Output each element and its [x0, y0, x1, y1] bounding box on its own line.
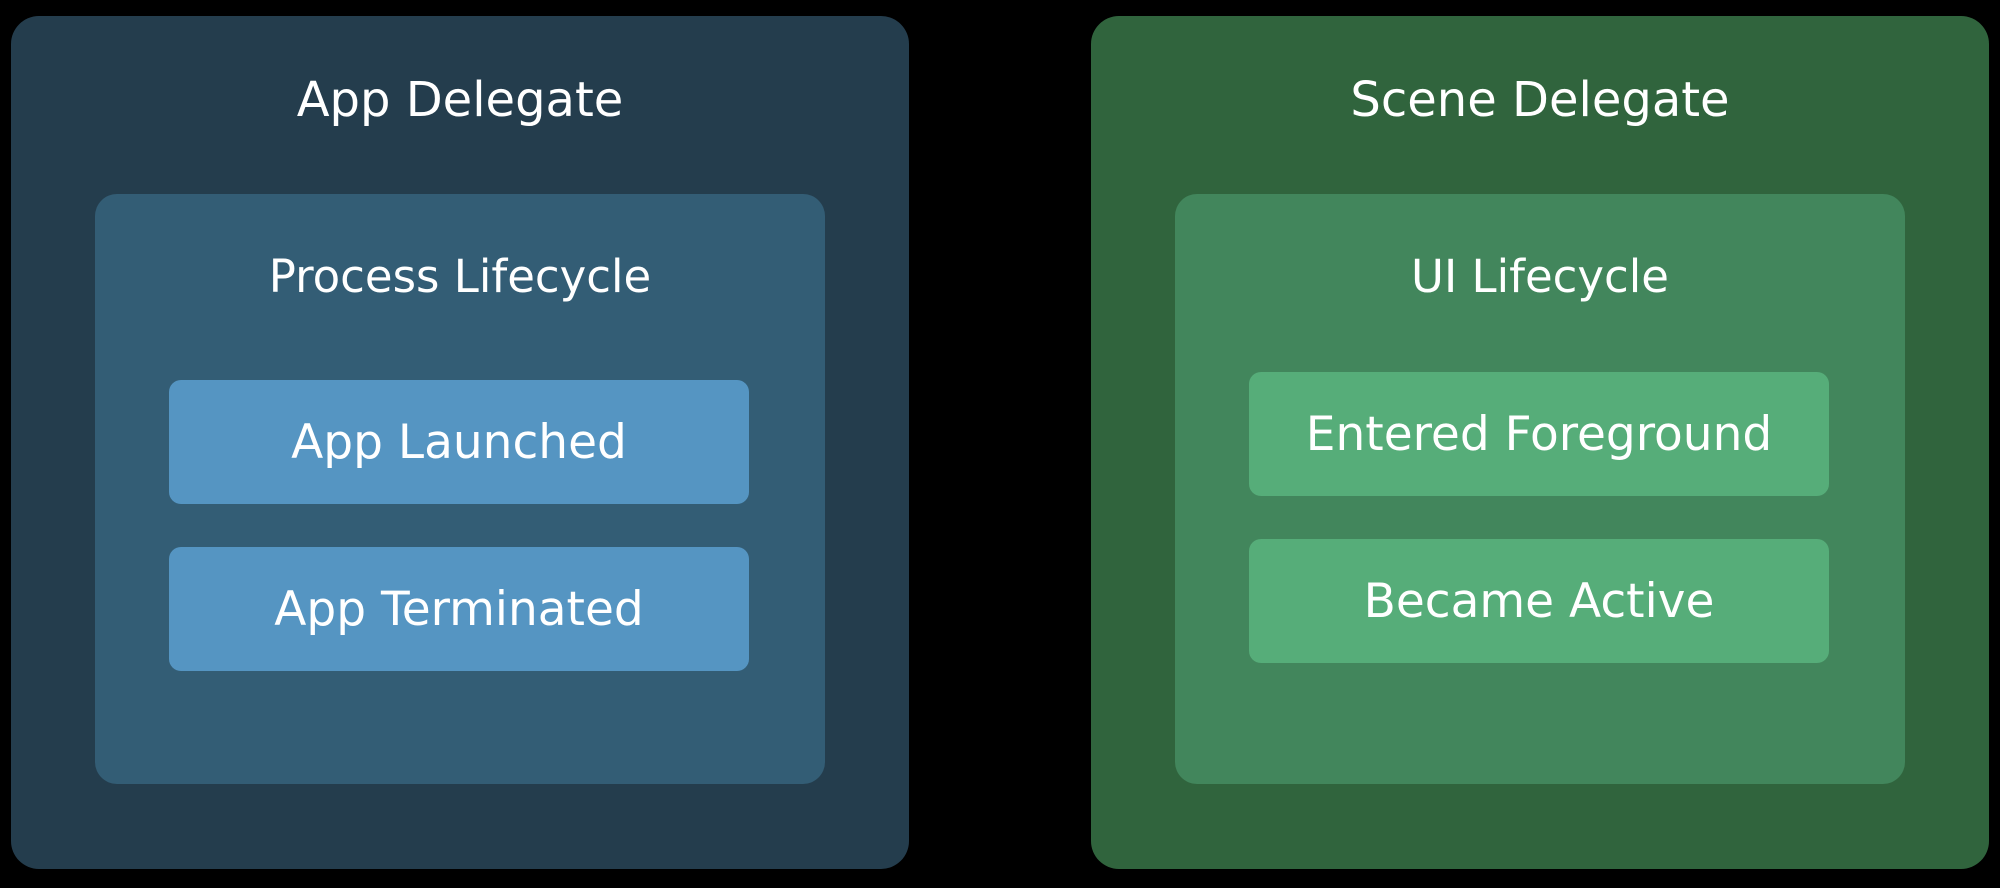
scene-delegate-title: Scene Delegate — [1350, 72, 1730, 128]
app-delegate-title: App Delegate — [296, 72, 624, 128]
became-active-event: Became Active — [1249, 539, 1829, 663]
entered-foreground-event: Entered Foreground — [1249, 372, 1829, 496]
app-delegate-box: App Delegate Process Lifecycle App Launc… — [11, 16, 909, 869]
process-lifecycle-box: Process Lifecycle App Launched App Termi… — [95, 194, 825, 784]
app-terminated-event: App Terminated — [169, 547, 749, 671]
ui-lifecycle-box: UI Lifecycle Entered Foreground Became A… — [1175, 194, 1905, 784]
app-launched-event: App Launched — [169, 380, 749, 504]
scene-delegate-box: Scene Delegate UI Lifecycle Entered Fore… — [1091, 16, 1989, 869]
ui-lifecycle-title: UI Lifecycle — [1411, 250, 1669, 303]
process-lifecycle-title: Process Lifecycle — [268, 250, 652, 303]
